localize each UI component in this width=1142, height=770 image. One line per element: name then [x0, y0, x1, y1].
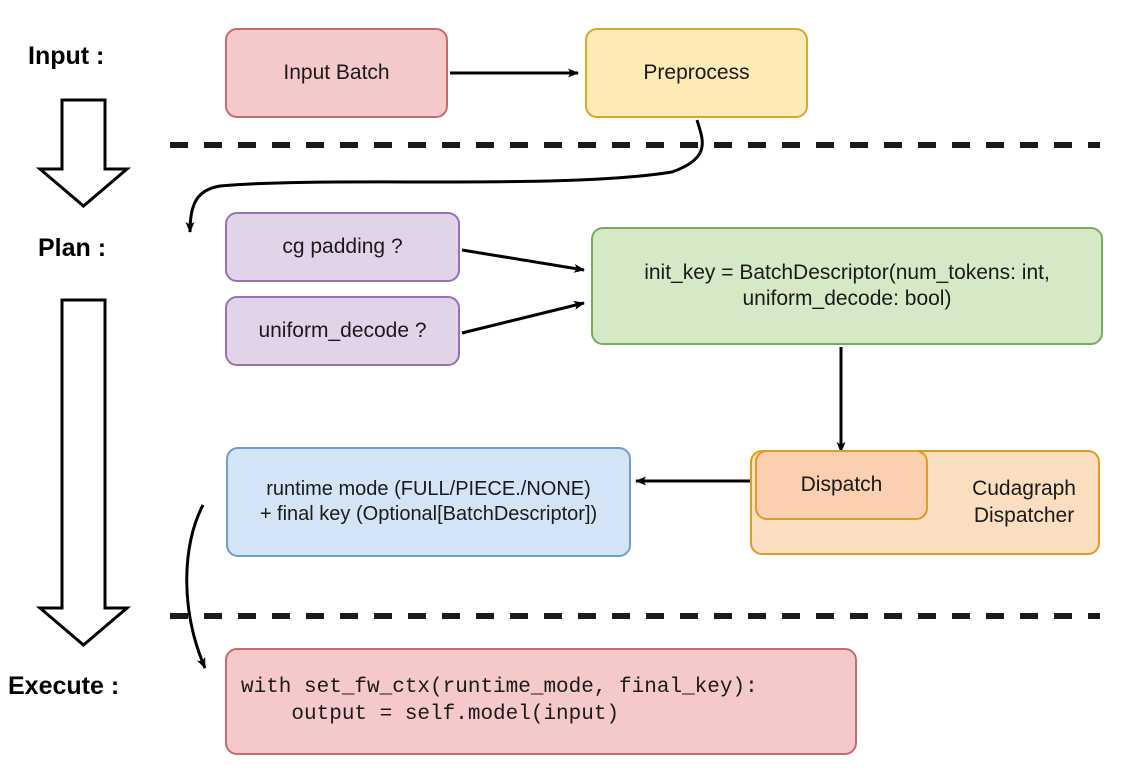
node-init-key-label: init_key = BatchDescriptor(num_tokens: i… [644, 260, 1050, 310]
stage-arrow-plan-to-execute [35, 298, 132, 647]
node-preprocess[interactable]: Preprocess [585, 28, 808, 118]
node-init-key[interactable]: init_key = BatchDescriptor(num_tokens: i… [591, 227, 1103, 345]
connector-runtime-mode-to-code [185, 504, 207, 669]
node-input-batch-label: Input Batch [283, 60, 390, 84]
node-runtime-mode-label: runtime mode (FULL/PIECE./NONE) + final … [259, 478, 598, 525]
node-cg-padding-label: cg padding ? [282, 234, 403, 258]
node-dispatch[interactable]: Dispatch [755, 450, 928, 520]
stage-label-plan: Plan : [38, 234, 107, 262]
connector-cg-padding-to-init-key [461, 248, 585, 273]
connector-uniform-decode-to-init-key [461, 301, 585, 335]
stage-arrow-input-to-plan [35, 98, 132, 208]
stage-label-execute: Execute : [8, 672, 120, 700]
node-uniform-decode-label: uniform_decode ? [258, 318, 427, 342]
node-input-batch[interactable]: Input Batch [225, 28, 448, 118]
stage-label-input: Input : [28, 42, 105, 70]
node-runtime-mode[interactable]: runtime mode (FULL/PIECE./NONE) + final … [226, 447, 631, 557]
node-execute-code-text: with set_fw_ctx(runtime_mode, final_key)… [241, 676, 758, 726]
node-execute-code[interactable]: with set_fw_ctx(runtime_mode, final_key)… [225, 648, 857, 755]
node-preprocess-label: Preprocess [643, 60, 750, 84]
node-cudagraph-dispatcher-label: Cudagraph Dispatcher [972, 477, 1076, 527]
node-cg-padding[interactable]: cg padding ? [225, 212, 460, 282]
node-uniform-decode[interactable]: uniform_decode ? [225, 296, 460, 366]
node-dispatch-label: Dispatch [800, 472, 883, 496]
